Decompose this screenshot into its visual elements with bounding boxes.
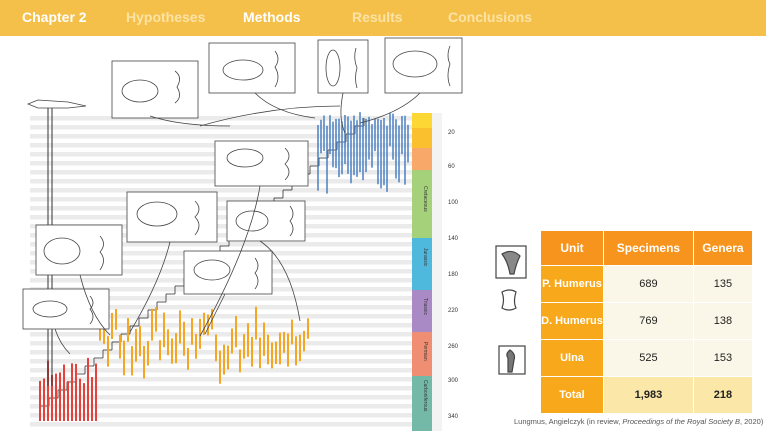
- period-label: Cretaceous: [422, 186, 428, 212]
- lizard-sketch-icon: [28, 100, 86, 108]
- period-paleogene-a: [412, 128, 432, 148]
- tick-label: 100: [448, 200, 459, 206]
- illustration-box: [318, 40, 368, 93]
- time-stripe: [30, 206, 412, 211]
- time-stripe: [30, 332, 412, 337]
- period-carboniferous: [412, 376, 432, 431]
- period-label: Permian: [422, 342, 428, 361]
- illustration-box: [23, 289, 109, 329]
- table-header: Unit: [541, 231, 604, 266]
- illustration-box: [112, 61, 198, 118]
- tick-label: 340: [448, 414, 459, 420]
- period-label: Jurassic: [422, 248, 428, 267]
- table-cell-unit: Ulna: [541, 340, 604, 377]
- nav-methods[interactable]: Methods: [243, 9, 301, 25]
- table-row: D. Humerus 769 138: [541, 303, 753, 340]
- table-header-row: Unit Specimens Genera: [541, 231, 753, 266]
- time-stripe: [30, 341, 412, 346]
- citation-authors: Lungmus, Angielczyk (in review,: [514, 417, 622, 426]
- table-row: P. Humerus 689 135: [541, 266, 753, 303]
- table-cell-specimens: 1,983: [604, 377, 694, 414]
- time-stripe: [30, 197, 412, 202]
- tick-label: 20: [448, 130, 455, 136]
- tick-label: 140: [448, 236, 459, 242]
- table-cell-unit: D. Humerus: [541, 303, 604, 340]
- stage-column: [432, 113, 442, 431]
- table-cell-genera: 135: [693, 266, 752, 303]
- bone-icons: [496, 246, 526, 374]
- period-label: Triassic: [422, 298, 428, 316]
- tick-label: 220: [448, 308, 459, 314]
- period-label: Carboniferous: [422, 380, 428, 412]
- tick-label: 60: [448, 164, 455, 170]
- illustration-box: [184, 251, 272, 294]
- nav-conclusions[interactable]: Conclusions: [448, 9, 532, 25]
- illustration-box: [127, 192, 217, 242]
- period-jurassic: [412, 238, 432, 290]
- illustration-box: [215, 141, 308, 186]
- period-cretaceous: [412, 170, 432, 238]
- table-header: Specimens: [604, 231, 694, 266]
- illustration-box: [227, 201, 305, 241]
- table-cell-genera: 153: [693, 340, 752, 377]
- illustration-box: [209, 43, 295, 93]
- table-cell-specimens: 689: [604, 266, 694, 303]
- distal-humerus-icon: [502, 290, 516, 310]
- nav-hypotheses[interactable]: Hypotheses: [126, 9, 205, 25]
- table-cell-genera: 218: [693, 377, 752, 414]
- table-cell-unit: Total: [541, 377, 604, 414]
- period-paleogene-b: [412, 148, 432, 170]
- citation: Lungmus, Angielczyk (in review, Proceedi…: [514, 417, 763, 426]
- time-stripe: [30, 188, 412, 193]
- nav-chapter-2[interactable]: Chapter 2: [22, 9, 87, 25]
- table-cell-genera: 138: [693, 303, 752, 340]
- table-total-row: Total 1,983 218: [541, 377, 753, 414]
- time-stripe: [30, 422, 412, 427]
- table-row: Ulna 525 153: [541, 340, 753, 377]
- nav-results[interactable]: Results: [352, 9, 403, 25]
- tick-label: 180: [448, 272, 459, 278]
- illustration-box: [36, 225, 122, 275]
- citation-year: , 2020): [740, 417, 763, 426]
- geologic-timescale: 20 60 100 140 180 220 260 300 340 Cretac…: [412, 113, 459, 431]
- period-permian: [412, 332, 432, 376]
- time-stripe: [30, 215, 412, 220]
- top-nav-bar: Chapter 2 Hypotheses Methods Results Con…: [0, 0, 766, 36]
- illustration-box: [385, 38, 462, 93]
- tick-label: 300: [448, 378, 459, 384]
- table-cell-specimens: 769: [604, 303, 694, 340]
- table-header: Genera: [693, 231, 752, 266]
- table-cell-unit: P. Humerus: [541, 266, 604, 303]
- period-triassic: [412, 290, 432, 332]
- citation-journal: Proceedings of the Royal Society B: [622, 417, 740, 426]
- connector-arrow: [255, 93, 315, 118]
- table-cell-specimens: 525: [604, 340, 694, 377]
- specimen-table: Unit Specimens Genera P. Humerus 689 135…: [540, 230, 753, 414]
- tick-label: 260: [448, 344, 459, 350]
